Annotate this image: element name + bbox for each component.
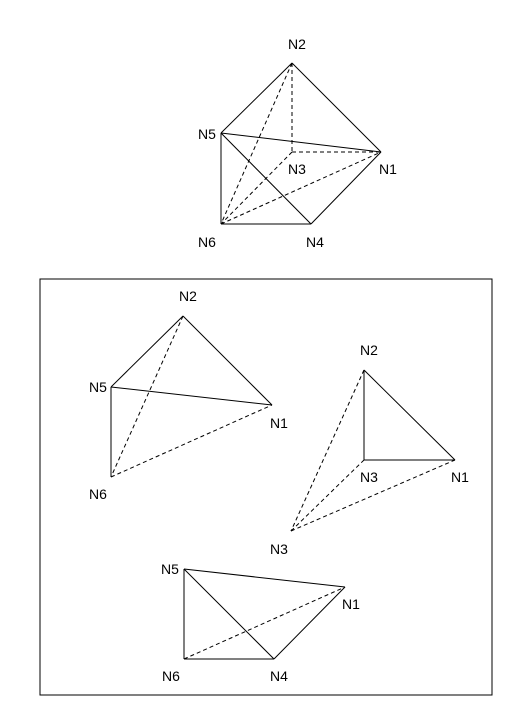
tetrahedron-n1-n2-n3-n3: N2 N3 N1 N3	[270, 342, 469, 557]
edge-n2-n6	[220, 62, 293, 225]
node-label-n3: N3	[288, 161, 306, 177]
edge-n3-n6	[220, 151, 293, 225]
edge-n4-n1	[273, 586, 346, 660]
edge-n5-n1	[220, 132, 382, 153]
node-label-n5: N5	[161, 561, 179, 577]
edge-n5-n1	[183, 568, 346, 588]
decomposition-frame	[39, 278, 493, 696]
edge-n4-n1	[310, 151, 382, 225]
node-label-n1: N1	[342, 596, 360, 612]
edge-n3-front-n1	[290, 459, 456, 532]
edge-n3-n3	[290, 459, 365, 532]
node-label-n1: N1	[451, 469, 469, 485]
edge-n6-n1	[183, 586, 346, 660]
edge-n2-n1	[363, 369, 456, 461]
tetrahedron-n1-n2-n5-n6: N2 N5 N1 N6	[89, 288, 288, 502]
node-label-n2: N2	[179, 288, 197, 304]
node-label-n6: N6	[89, 486, 107, 502]
node-label-n2: N2	[360, 342, 378, 358]
edge-n2-n6	[110, 315, 184, 478]
edge-n5-n4	[183, 568, 275, 660]
edge-n5-n1	[110, 386, 273, 406]
node-label-n6: N6	[198, 234, 216, 250]
node-label-n4: N4	[270, 668, 288, 684]
node-label-n6: N6	[162, 668, 180, 684]
edge-n2-n3-front	[290, 369, 365, 532]
edge-n6-n1	[220, 151, 382, 225]
tetrahedron-n1-n4-n5-n6: N5 N1 N6 N4	[161, 561, 360, 684]
node-label-n5: N5	[198, 126, 216, 142]
node-label-n2: N2	[288, 36, 306, 52]
node-label-n4: N4	[306, 234, 324, 250]
edge-n2-n1	[182, 315, 273, 406]
node-label-n5: N5	[89, 379, 107, 395]
edge-n6-n1	[110, 404, 273, 478]
node-label-n1: N1	[270, 415, 288, 431]
edge-n2-n5	[110, 315, 184, 388]
node-label-n3-front: N3	[270, 541, 288, 557]
node-label-n3: N3	[360, 469, 378, 485]
edge-n2-n1	[291, 62, 382, 153]
edge-n2-n5	[220, 62, 293, 134]
node-label-n1: N1	[379, 161, 397, 177]
full-polyhedron: N2 N5 N3 N1 N6 N4	[198, 36, 397, 250]
